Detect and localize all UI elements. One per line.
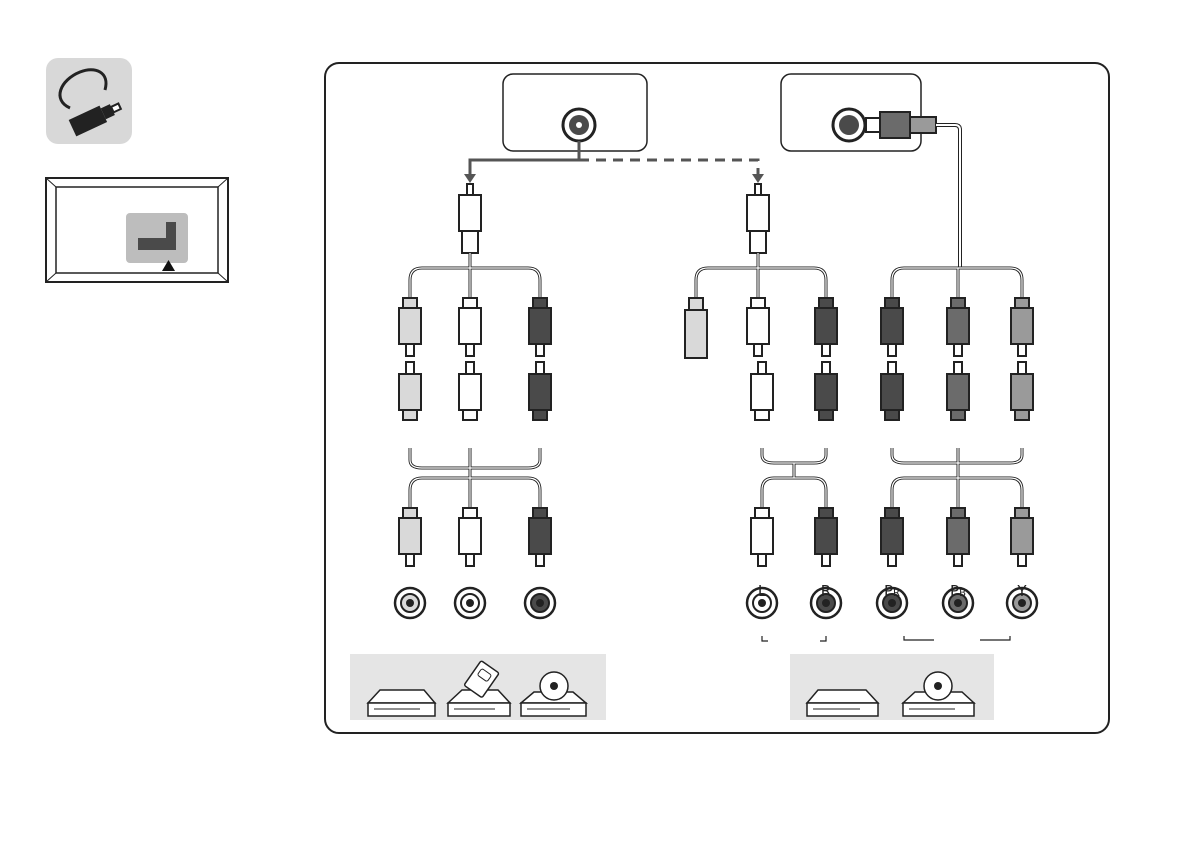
av-jack-right — [833, 109, 865, 141]
diagram-frame — [325, 63, 1109, 733]
av-input-jack — [455, 588, 485, 618]
rca-plug-top-left — [459, 184, 481, 253]
av-input-jack — [395, 588, 425, 618]
av-jack-left — [563, 109, 595, 141]
vcr-icon — [368, 690, 435, 716]
av-input-jack — [525, 588, 555, 618]
rca-plug — [685, 298, 707, 358]
rca-plug-top-middle — [747, 184, 769, 253]
jack-label-r: R — [821, 582, 831, 600]
tv-rear-panel-icon — [46, 178, 228, 282]
jack-label-y: Y — [1016, 582, 1027, 600]
vcr-icon — [807, 690, 878, 716]
jack-label-l: L — [758, 582, 767, 600]
rca-cable-icon — [46, 58, 132, 144]
